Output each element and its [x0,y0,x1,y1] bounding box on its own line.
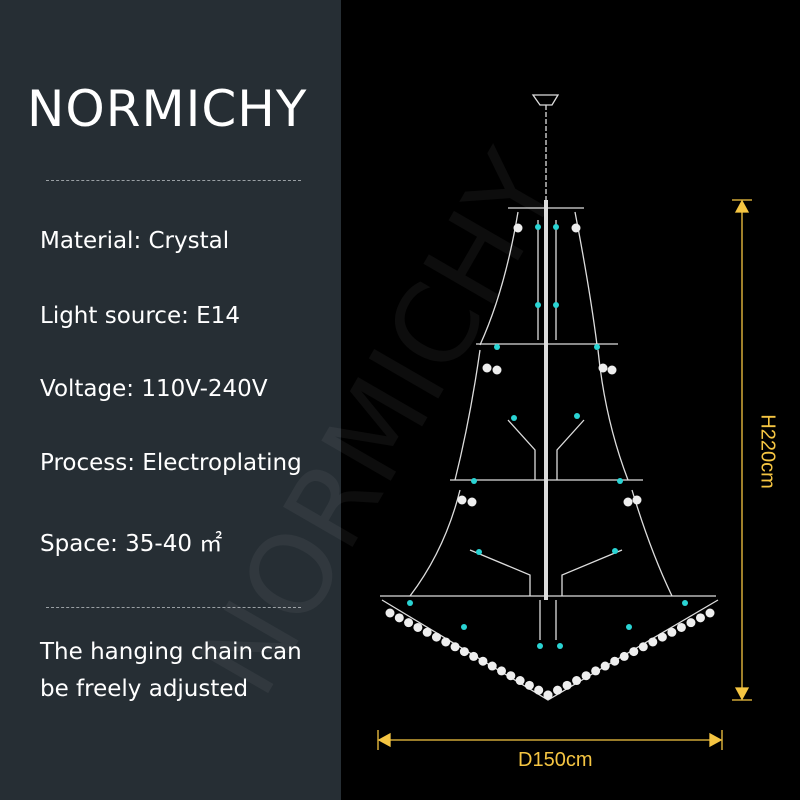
crystal-drop [394,613,404,623]
crystal-drop [638,642,648,652]
crystal-drop [562,680,572,690]
crystal-drop [422,627,432,637]
crystal-drop [591,666,601,676]
crystal-drop [534,685,544,695]
spec-light-source: Light source: E14 [40,303,240,329]
crystal-drop [482,363,492,373]
crystal-drop [515,676,525,686]
crystal-drop [623,497,633,507]
brand-title: NORMICHY [27,80,308,138]
diameter-label: D150cm [518,749,593,771]
crystal-drop [667,627,677,637]
crystal-v [381,599,719,701]
bulbs [407,224,688,649]
crystal-drop [610,656,620,666]
note-line-1: The hanging chain can [40,639,302,665]
chain-note: The hanging chain can be freely adjusted [40,634,302,708]
crystal-drop [695,613,705,623]
spec-voltage: Voltage: 110V-240V [40,376,268,402]
arrow-left-icon [377,732,391,748]
crystal-drop [385,608,395,618]
crystal-strand [409,489,673,597]
crystal-drop [686,618,696,628]
crystal-drop [513,223,523,233]
crystal-drop [553,685,563,695]
divider [46,607,301,608]
crystal-drop [431,632,441,642]
crystal-drop [459,647,469,657]
crystal-drop [676,622,686,632]
crystal-drop [450,642,460,652]
product-drawing-area [341,0,800,800]
crystal-drop [457,495,467,505]
height-label: H220cm [756,414,779,489]
canopy [531,94,560,106]
crystal-drop [524,680,534,690]
spec-process: Process: Electroplating [40,450,302,476]
arrow-down-icon [734,687,750,701]
crystal-drop [607,365,617,375]
crystal-drop [492,365,502,375]
crystal-drop [543,690,553,700]
crystal-drop [497,666,507,676]
crystal-drop [657,632,667,642]
crystal-drop [571,223,581,233]
info-panel: NORMICHY Material: Crystal Light source:… [0,0,341,800]
crystal-drops [385,223,715,700]
crystal-drop [487,661,497,671]
crystal-drop [581,671,591,681]
crystal-drop [478,656,488,666]
divider [46,180,301,181]
crystal-drop [648,637,658,647]
crystal-drop [467,497,477,507]
crystal-drop [632,495,642,505]
crystal-drop [572,676,582,686]
spec-material: Material: Crystal [40,228,230,254]
crystal-drop [506,671,516,681]
arrow-right-icon [709,732,723,748]
crystal-drop [600,661,610,671]
spec-space: Space: 35-40 ㎡ [40,531,223,557]
note-line-2: be freely adjusted [40,676,249,702]
arrow-up-icon [734,199,750,213]
crystal-drop [413,622,423,632]
crystal-drop [441,637,451,647]
crystal-drop [705,608,715,618]
candle-arm [469,419,623,596]
crystal-drop [469,651,479,661]
crystal-drop [629,647,639,657]
crystal-drop [404,618,414,628]
crystal-drop [619,651,629,661]
crystal-drop [598,363,608,373]
